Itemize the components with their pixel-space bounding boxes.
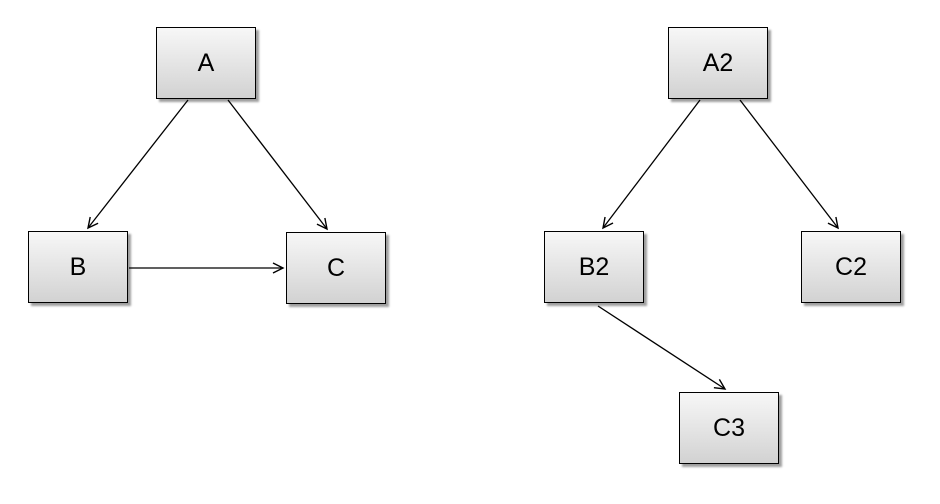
node-c3: C3 <box>679 392 779 464</box>
edge-a-b-arrow <box>87 99 189 230</box>
node-b: B <box>28 231 128 303</box>
edge-a2-c2-arrow <box>739 99 839 230</box>
node-b2: B2 <box>544 231 644 303</box>
node-c: C <box>286 232 386 304</box>
edge-a2-b2-arrow <box>602 99 701 230</box>
node-a: A <box>156 27 256 99</box>
node-c2-label: C2 <box>835 252 867 281</box>
node-a2: A2 <box>668 27 768 99</box>
node-b2-label: B2 <box>578 252 610 281</box>
node-a-label: A <box>197 48 215 77</box>
node-a2-label: A2 <box>702 48 734 77</box>
node-c2: C2 <box>801 231 901 303</box>
edge-a-c-arrow <box>227 99 328 231</box>
node-b-label: B <box>69 252 87 281</box>
edge-b2-c3-arrow <box>597 305 727 390</box>
node-c-label: C <box>326 253 346 282</box>
node-c3-label: C3 <box>713 413 745 442</box>
